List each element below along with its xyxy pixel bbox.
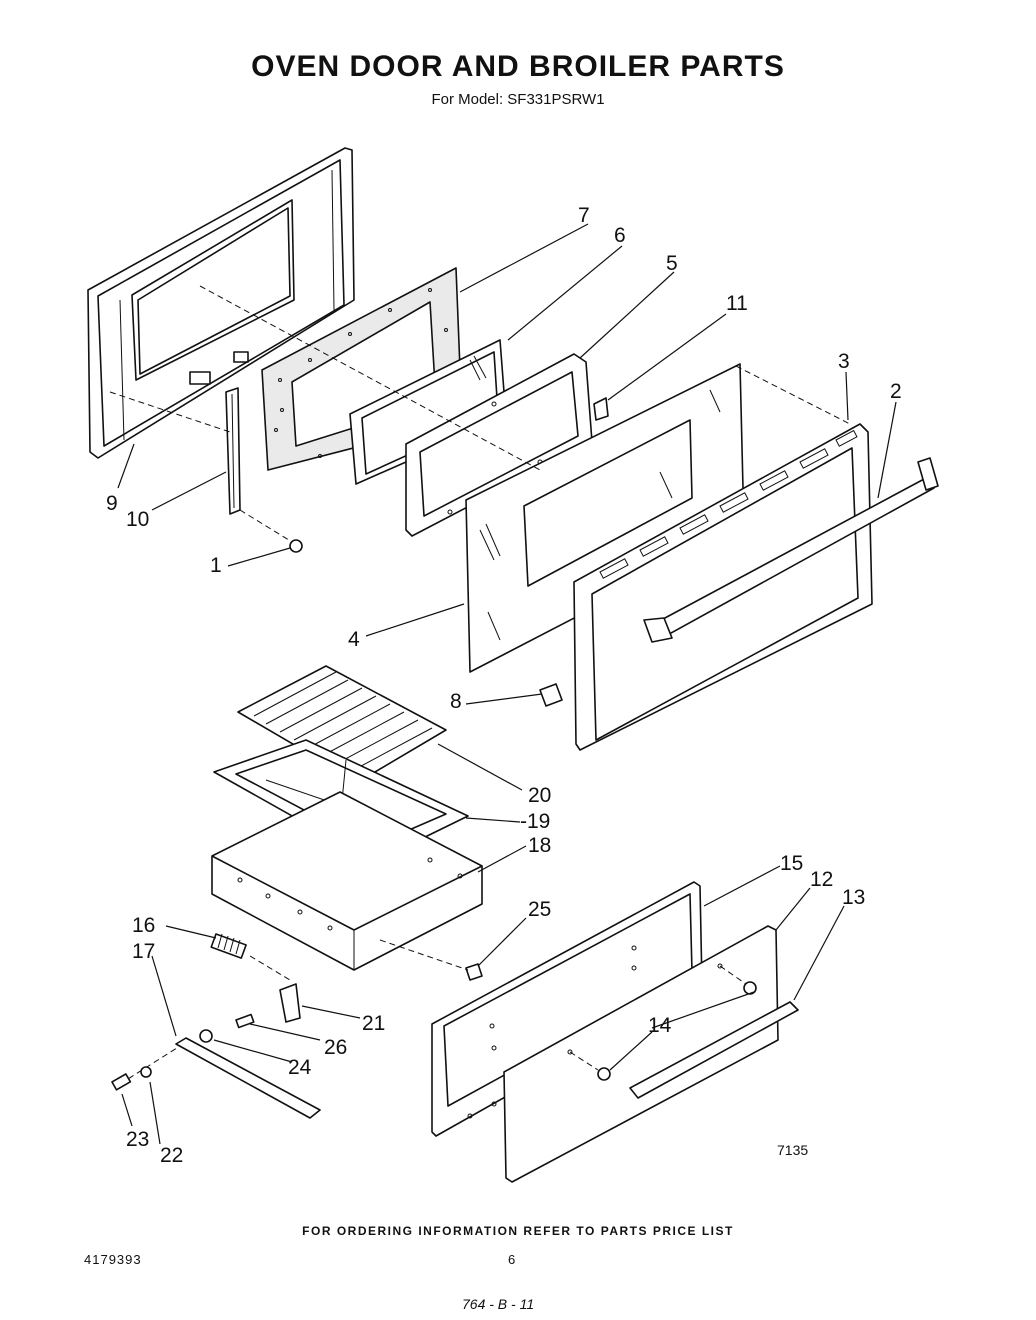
callout-1: 1 <box>210 554 222 577</box>
page-number: 6 <box>508 1252 516 1267</box>
callout-15: 15 <box>780 852 803 875</box>
callout-labels: 1 2 3 4 5 6 7 8 9 10 11 12 13 14 15 16 1… <box>106 204 902 1167</box>
hinge-strip <box>225 387 241 515</box>
door-hinge-bracket <box>539 683 563 707</box>
broiler-latch <box>279 983 301 1023</box>
figure-number: 7135 <box>777 1142 809 1158</box>
support-rod <box>119 1037 321 1119</box>
callout-9: 9 <box>106 492 118 515</box>
callout-25: 25 <box>528 898 551 921</box>
callout-6: 6 <box>614 224 626 247</box>
broiler-grid <box>237 665 447 783</box>
model-subtitle: For Model: SF331PSRW1 <box>431 91 605 108</box>
glass-clip <box>593 397 609 421</box>
page-title: OVEN DOOR AND BROILER PARTS <box>251 50 785 83</box>
callout-18: 18 <box>528 834 551 857</box>
callout-23: 23 <box>126 1128 149 1151</box>
support-nut <box>199 1029 213 1043</box>
broiler-door-handle <box>629 1001 799 1099</box>
callout-22: 22 <box>160 1144 183 1167</box>
callout-3: 3 <box>838 350 850 373</box>
callout-4: 4 <box>348 628 360 651</box>
leader-lines <box>117 223 897 1145</box>
callout-17: 17 <box>132 940 155 963</box>
handwritten-note: 764 - B - 11 <box>462 1296 535 1312</box>
callout-7: 7 <box>578 204 590 227</box>
broiler-clip <box>379 939 483 981</box>
callout-14: 14 <box>648 1014 672 1037</box>
callout-11: 11 <box>726 292 748 315</box>
callout-19: -19 <box>520 810 550 833</box>
callout-24: 24 <box>288 1056 312 1079</box>
rod-screw <box>111 1073 132 1091</box>
screw <box>239 509 303 553</box>
callout-21: 21 <box>362 1012 385 1035</box>
broiler-door-outer-panel <box>503 925 779 1183</box>
callout-13: 13 <box>842 886 865 909</box>
callout-20: 20 <box>528 784 551 807</box>
broiler-pan <box>211 791 483 971</box>
latch-bolt <box>235 1013 255 1029</box>
callout-2: 2 <box>890 380 902 403</box>
document-number: 4179393 <box>84 1252 142 1267</box>
broiler-spring <box>210 933 291 981</box>
washer <box>140 1066 152 1078</box>
callout-8: 8 <box>450 690 462 713</box>
callout-12: 12 <box>810 868 833 891</box>
callout-10: 10 <box>126 508 149 531</box>
inner-door-panel <box>87 147 355 459</box>
callout-5: 5 <box>666 252 678 275</box>
door-handle <box>643 457 939 643</box>
callout-16: 16 <box>132 914 155 937</box>
ordering-note: FOR ORDERING INFORMATION REFER TO PARTS … <box>302 1224 734 1238</box>
callout-26: 26 <box>324 1036 347 1059</box>
